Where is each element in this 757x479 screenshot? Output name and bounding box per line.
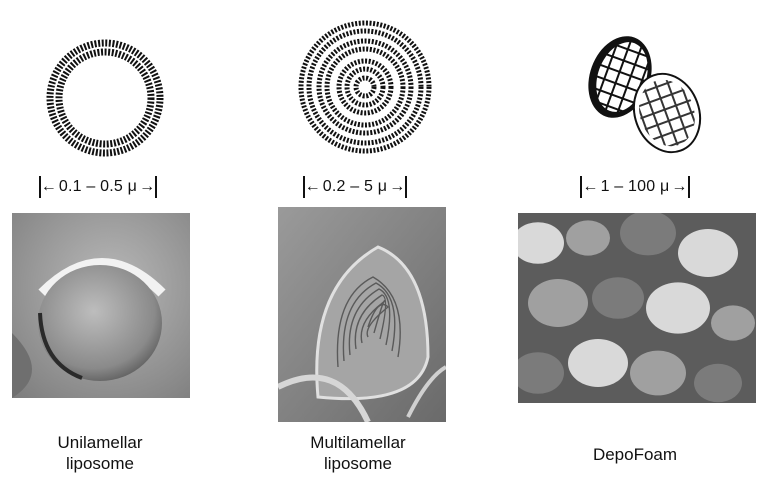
size-range-indicator: ← 1 – 100 μ → [560, 173, 710, 201]
unilamellar-micrograph [12, 213, 190, 398]
size-range-indicator: ← 0.1 – 0.5 μ → [12, 173, 184, 201]
caption-line-1: Unilamellar [30, 432, 170, 453]
panel-unilamellar: ← 0.1 – 0.5 μ → Uni [0, 0, 200, 479]
size-range-indicator: ← 0.2 – 5 μ → [280, 173, 430, 201]
caption-line-1: DepoFoam [570, 444, 700, 465]
caption-line-2: liposome [30, 453, 170, 474]
caption-line-2: liposome [288, 453, 428, 474]
arrow-left-icon: ← [582, 179, 598, 195]
size-range-label: 0.2 – 5 μ [321, 178, 389, 196]
multilamellar-micrograph [278, 207, 446, 422]
caption: DepoFoam [570, 444, 700, 465]
size-range-label: 0.1 – 0.5 μ [57, 178, 139, 196]
depofoam-micrograph [518, 213, 756, 403]
arrow-right-icon: → [139, 179, 155, 195]
range-bar-right [405, 176, 407, 198]
panel-depofoam: ← 1 – 100 μ → DepoFoam [500, 0, 757, 479]
caption: Multilamellar liposome [288, 432, 428, 474]
depofoam-particle-diagram [582, 25, 707, 155]
panel-multilamellar: ← 0.2 – 5 μ → Multilamellar liposome [260, 0, 450, 479]
size-range-label: 1 – 100 μ [599, 178, 672, 196]
arrow-left-icon: ← [41, 179, 57, 195]
unilamellar-bilayer-diagram [30, 38, 180, 158]
range-bar-right [688, 176, 690, 198]
range-bar-right [155, 176, 157, 198]
arrow-right-icon: → [389, 179, 405, 195]
arrow-right-icon: → [671, 179, 687, 195]
caption-line-1: Multilamellar [288, 432, 428, 453]
arrow-left-icon: ← [305, 179, 321, 195]
multilamellar-bilayer-diagram [295, 12, 435, 162]
caption: Unilamellar liposome [30, 432, 170, 474]
